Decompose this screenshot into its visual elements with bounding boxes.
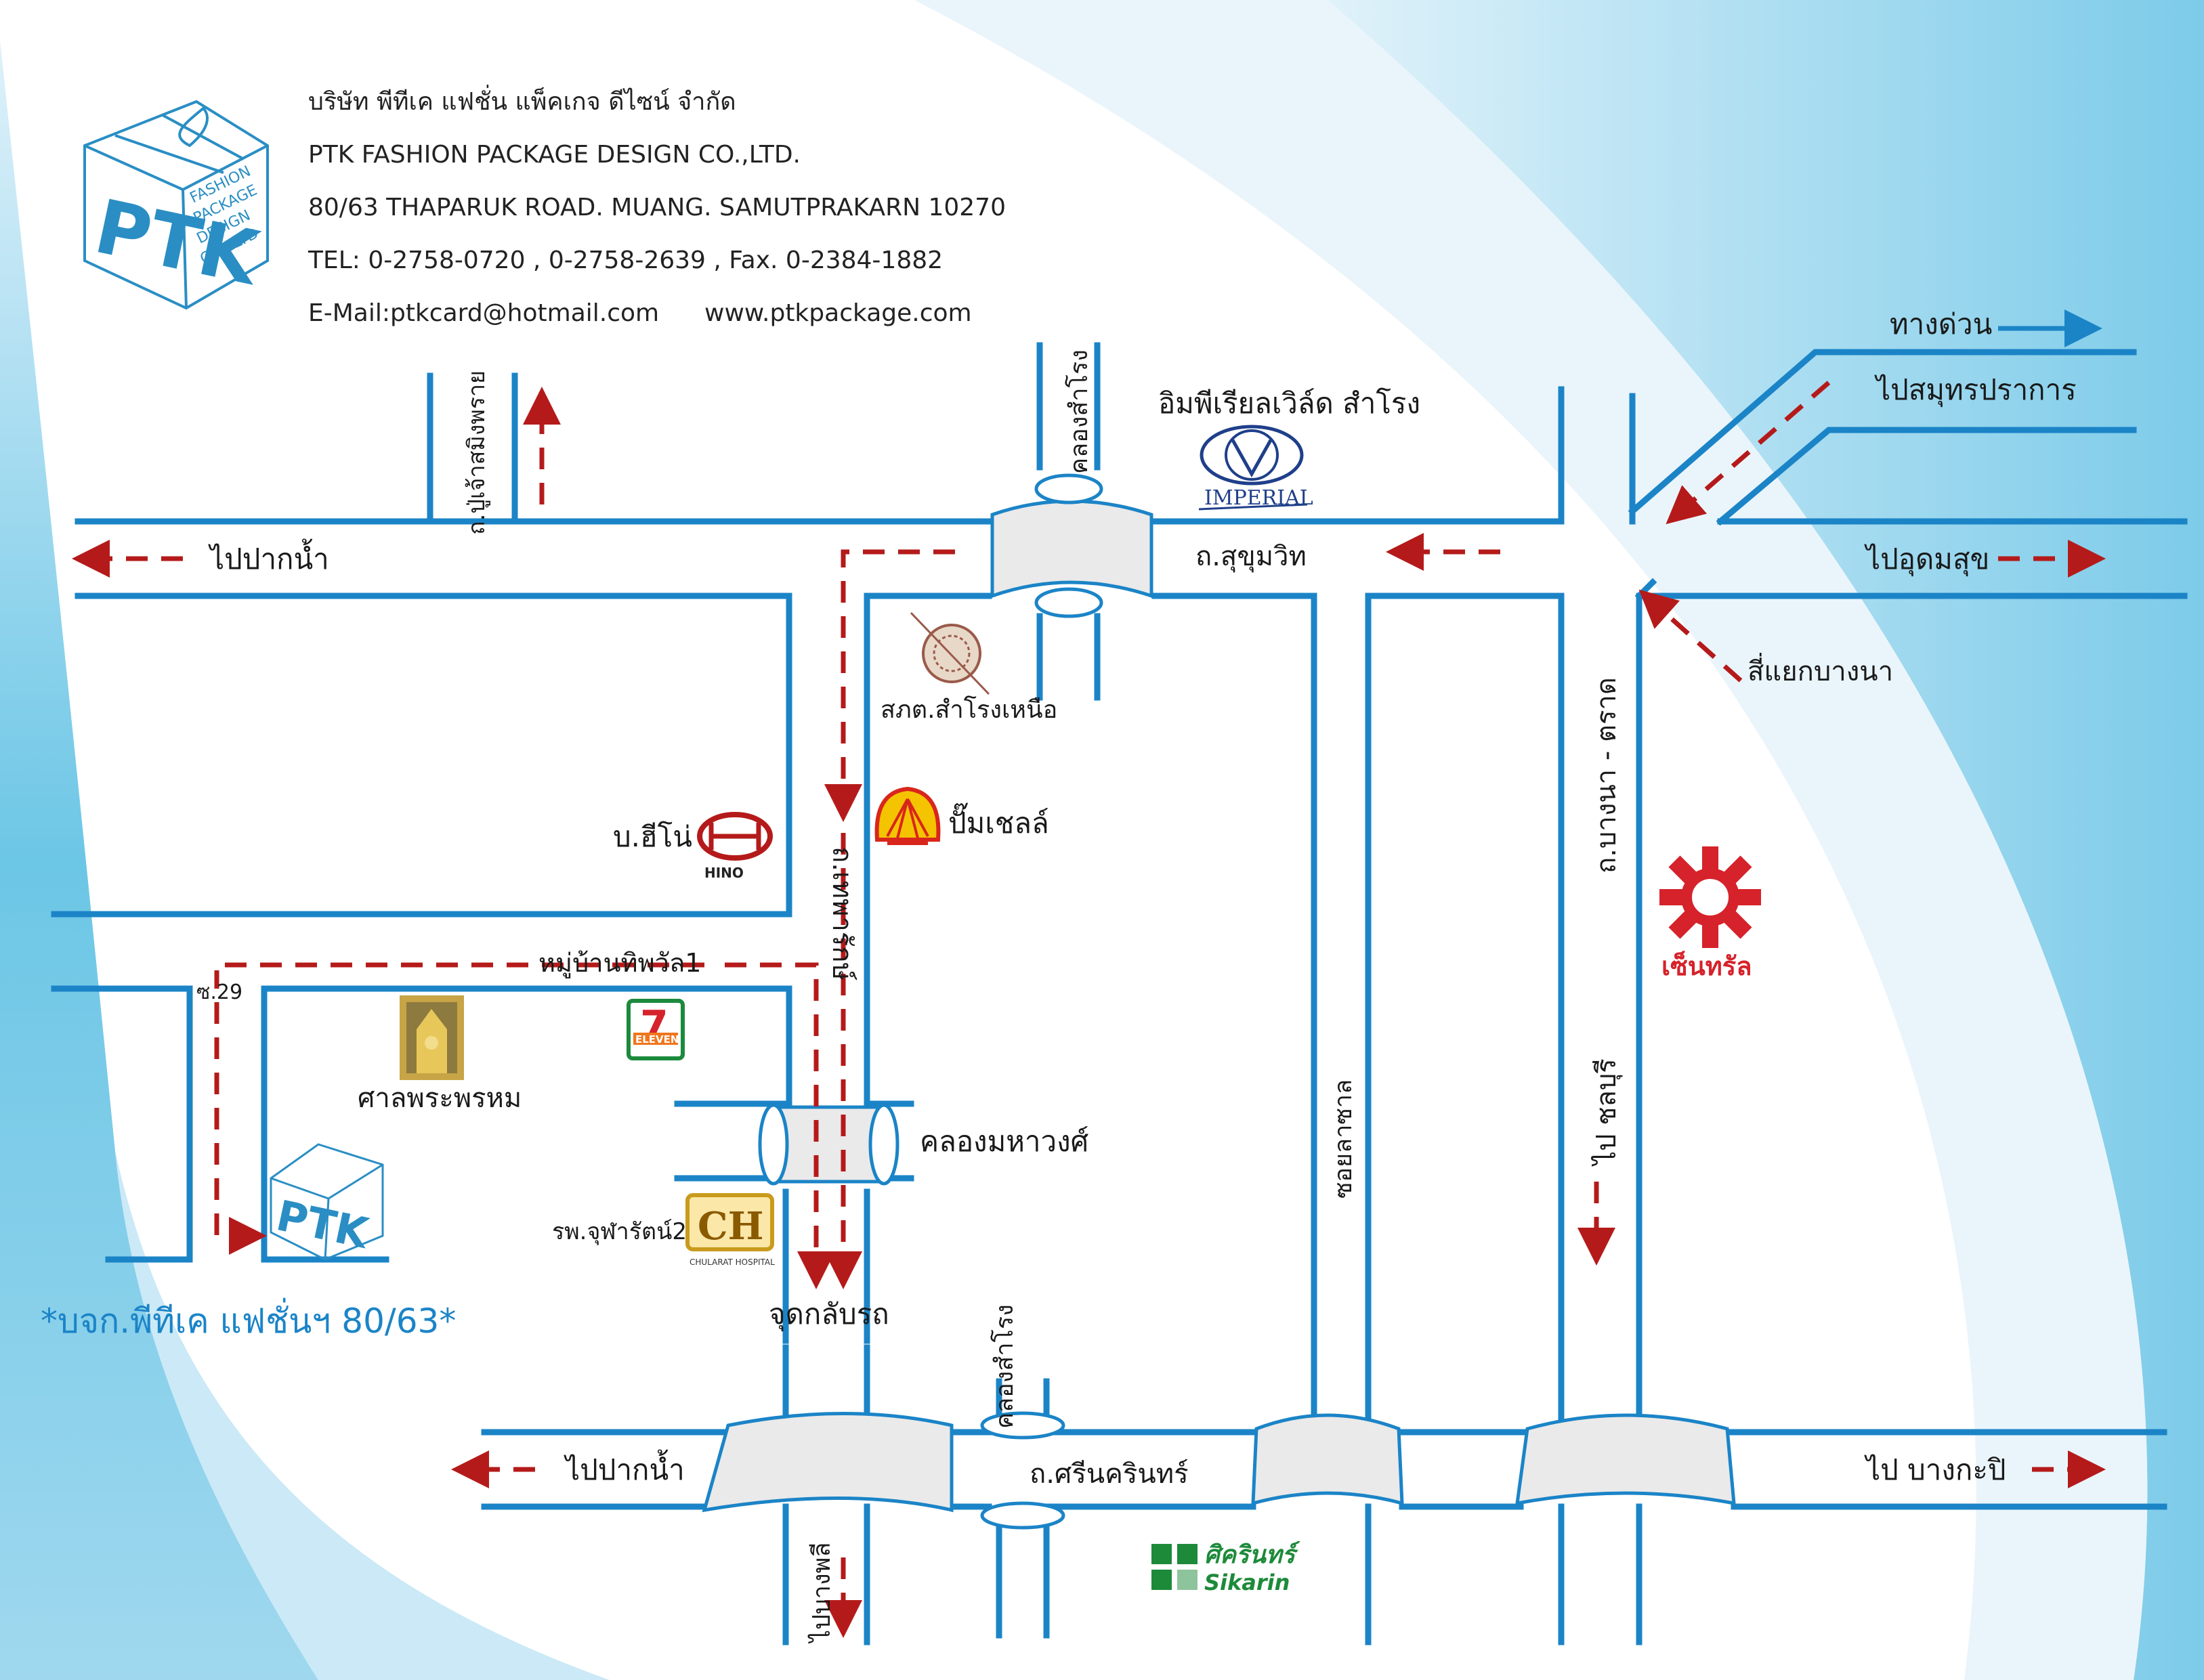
shrine-image [400, 995, 464, 1080]
company-address: 80/63 THAPARUK ROAD. MUANG. SAMUTPRAKARN… [308, 194, 1006, 221]
label-imperial: อิมพีเรียลเวิล์ด สำโรง [1158, 387, 1420, 420]
company-name-th: บริษัท พีทีเค แฟชั่น แพ็คเกจ ดีไซน์ จำกั… [308, 85, 736, 116]
label-police: สภต.สำโรงเหนือ [881, 695, 1057, 724]
shell-icon [874, 786, 941, 845]
label-shell: ปั๊มเชลล์ [948, 802, 1049, 840]
canal-opening [868, 1103, 899, 1186]
seven-eleven-logo: 7 ELEVEN [627, 999, 685, 1060]
sikarin-th: ศิครินทร์ [1204, 1541, 1300, 1569]
bridge-mahawong [770, 1105, 886, 1184]
label-hino: บ.ฮีโน่ [613, 820, 692, 853]
label-mahawong: คลองมหาวงศ์ [920, 1125, 1089, 1158]
label-bangna-junction: สี่แยกบางนา [1747, 653, 1893, 687]
canal-opening [1034, 473, 1103, 504]
company-website: www.ptkpackage.com [704, 299, 972, 327]
label-to-bangkapi: ไป บางกะปิ [1864, 1453, 2006, 1486]
hospital-logo: CH CHULARAT HOSPITAL [685, 1193, 775, 1267]
bridge-srinakarin-1 [702, 1412, 954, 1513]
label-canal-samrong-top: คลองสำโรง [1065, 349, 1093, 474]
company-tel: TEL: 0-2758-0720 , 0-2758-2639 , Fax. 0-… [308, 246, 943, 274]
label-theparak-road: ถ.เทพารักษ์ [826, 846, 857, 981]
label-to-samutprakan: ไปสมุทรปราการ [1874, 373, 2077, 408]
hospital-logo-text: CH [698, 1204, 763, 1249]
sikarin-en: Sikarin [1204, 1570, 1290, 1595]
label-sukhumvit: ถ.สุขุมวิท [1195, 541, 1307, 573]
central-label: เซ็นทรัล [1661, 951, 1752, 981]
label-to-paknam-top: ไปปากน้ำ [208, 538, 329, 576]
company-email: E-Mail:ptkcard@hotmail.com [308, 299, 659, 327]
canal-opening [1034, 587, 1103, 618]
label-village: หมู่บ้านทิพวัล1 [538, 948, 701, 978]
company-header: บริษัท พีทีเค แฟชั่น แพ็คเกจ ดีไซน์ จำกั… [308, 85, 1006, 327]
hino-logo-text: HINO [704, 865, 744, 881]
hospital-logo-subtext: CHULARAT HOSPITAL [690, 1257, 775, 1267]
route-arrows [72, 381, 2106, 1638]
label-to-paknam-bottom: ไปปากน้ำ [564, 1449, 685, 1486]
canal-opening [980, 1501, 1065, 1530]
canal-opening [758, 1103, 789, 1186]
map-labels: ทางด่วน ไปสมุทรปราการ ไปอุดมสุข สี่แยกบา… [41, 307, 2077, 1644]
location-note: *บจก.พีทีเค แฟชั่นฯ 80/63* [41, 1298, 456, 1341]
label-shrine: ศาลพระพรหม [358, 1083, 522, 1114]
hino-logo: HINO [697, 812, 773, 881]
label-u-turn: จุดกลับรถ [769, 1297, 889, 1332]
label-puchao-road: ถ.ปู่เจ้าสมิงพราย [463, 370, 490, 535]
bridge-sukhumvit [990, 499, 1153, 599]
label-to-bangphli: ไปบางพลี [807, 1543, 836, 1644]
sikarin-logo: ศิครินทร์ Sikarin [1151, 1541, 1300, 1595]
label-to-udomsuk: ไปอุดมสุข [1864, 542, 1989, 577]
label-soi-29: ซ.29 [196, 981, 242, 1004]
label-bangna-trat-road: ถ.บางนา - ตราด [1591, 677, 1622, 874]
label-expressway: ทางด่วน [1890, 307, 1992, 341]
seven-eleven-word: ELEVEN [635, 1033, 679, 1046]
label-canal-samrong-bottom: คลองสำโรง [990, 1304, 1019, 1429]
label-hospital: รพ.จุฬารัตน์2 [552, 1218, 687, 1245]
label-soi-lasalle: ซอยลาซาล [1330, 1079, 1357, 1199]
label-srinakarin: ถ.ศรีนครินทร์ [1030, 1459, 1189, 1490]
company-name-en: PTK FASHION PACKAGE DESIGN CO.,LTD. [308, 141, 801, 169]
label-to-chonburi: ไป ชลบุรี [1591, 1058, 1623, 1167]
central-logo: เซ็นทรัล [1659, 846, 1761, 981]
bridge-srinakarin-2 [1251, 1413, 1404, 1506]
bridges [702, 473, 1736, 1530]
bridge-srinakarin-3 [1515, 1413, 1736, 1506]
imperial-logo: IMPERIAL [1198, 425, 1313, 511]
canal-opening [980, 1411, 1065, 1440]
police-icon [910, 611, 990, 695]
